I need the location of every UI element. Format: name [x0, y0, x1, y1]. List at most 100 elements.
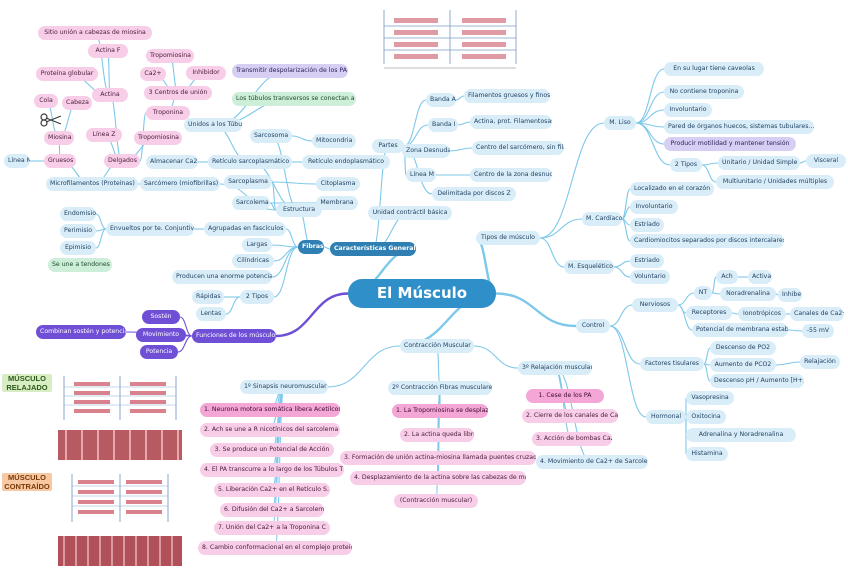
node-s8[interactable]: 8. Cambio conformacional en el complejo …: [198, 541, 352, 555]
node-troponina[interactable]: Troponina: [146, 106, 190, 120]
node-almacenar-ca[interactable]: Almacenar Ca2+: [146, 155, 198, 169]
node-centro-zona[interactable]: Centro de la zona desnuda: [470, 168, 552, 182]
node-proteina-globular[interactable]: Proteína globular: [36, 67, 98, 81]
node-nerviosos[interactable]: Nerviosos: [632, 298, 678, 312]
node-union-tubulos[interactable]: Unidos a los Túbulos transversos forman …: [184, 118, 242, 132]
node-s1[interactable]: 1. Neurona motora somática libera Acetil…: [200, 403, 340, 417]
node-f2[interactable]: 2. La actina queda libre: [400, 428, 474, 442]
node-sinapsis[interactable]: 1º Sinapsis neuromuscular: [240, 380, 328, 394]
node-multiunitario[interactable]: Multiunitario / Unidades múltiples: [716, 175, 834, 189]
node-s5[interactable]: 5. Liberación Ca2+ en el Retículo S.: [214, 483, 330, 497]
node-se-une[interactable]: Se une a tendones: [48, 258, 112, 272]
node-cilindricas[interactable]: Cilíndricas: [232, 254, 274, 268]
node-esqueletico[interactable]: M. Esquelético: [564, 260, 614, 274]
node-r3[interactable]: 3. Acción de bombas Ca2+ATPasa: [532, 432, 612, 446]
node-mv[interactable]: -55 mV: [802, 324, 834, 338]
node-localizado[interactable]: Localizado en el corazón: [630, 182, 714, 196]
node-f5[interactable]: (Contracción muscular): [394, 494, 478, 508]
node-fibras[interactable]: Fibras: [298, 240, 324, 254]
node-actina-prot[interactable]: Actina, prot. Filamentosas y discos Z: [470, 115, 552, 129]
node-histamina[interactable]: Histamina: [686, 447, 728, 461]
node-unidad[interactable]: Unidad contráctil básica: [368, 206, 452, 220]
node-agrupadas[interactable]: Agrupadas en fascículos: [204, 222, 286, 236]
node-gruesos[interactable]: Gruesos: [44, 154, 76, 168]
node-vasopresina[interactable]: Vasopresina: [686, 391, 734, 405]
node-inhibidor[interactable]: Inhibidor: [186, 66, 226, 80]
node-activa[interactable]: Activa: [748, 270, 772, 284]
node-membrana[interactable]: Membrana: [316, 196, 358, 210]
node-ret-sarco[interactable]: Retículo sarcoplasmático: [208, 155, 292, 169]
node-estructura[interactable]: Estructura: [276, 203, 322, 217]
node-rapidas[interactable]: Rápidas: [192, 290, 224, 304]
node-filamentos-gr[interactable]: Filamentos gruesos y finos superpuestos: [464, 89, 550, 103]
node-ach[interactable]: Ach: [716, 270, 738, 284]
node-s7[interactable]: 7. Unión del Ca2+ a la Troponina C: [214, 521, 330, 535]
node-r4[interactable]: 4. Movimiento de Ca2+ de Sarcolema a RS: [536, 455, 648, 469]
node-endomisio[interactable]: Endomisio: [60, 207, 96, 221]
node-potencia[interactable]: Potencia: [140, 345, 178, 359]
node-ret-endo[interactable]: Retículo endoplasmático: [302, 155, 390, 169]
node-cardiomiocitos[interactable]: Cardiomiocitos separados por discos inte…: [630, 234, 784, 248]
node-contraccion[interactable]: Contracción Muscular: [400, 339, 474, 353]
node-descenso-po2[interactable]: Descenso de PO2: [710, 341, 776, 355]
node-citoplasma[interactable]: Citoplasma: [316, 177, 360, 191]
node-microfilamentos[interactable]: Microfilamentos (Proteínas): [46, 177, 138, 191]
node-r1[interactable]: 1. Cese de los PA: [526, 389, 604, 403]
node-s3[interactable]: 3. Se produce un Potencial de Acción: [210, 443, 334, 457]
node-liso[interactable]: M. Liso: [604, 116, 636, 130]
node-s6[interactable]: 6. Difusión del Ca2+ a Sarcolema: [220, 503, 324, 517]
node-transmitir[interactable]: Transmitir despolarización de los PA: [232, 64, 348, 78]
node-potencial[interactable]: Potencial de membrana estable: [692, 323, 788, 337]
node-adrenalina[interactable]: Adrenalina y Noradrenalina: [686, 428, 796, 442]
node-actina[interactable]: Actina: [92, 88, 128, 102]
node-producen[interactable]: Producen una enorme potencia: [172, 270, 272, 284]
node-partes[interactable]: Partes: [372, 139, 404, 153]
node-zona-desnuda[interactable]: Zona Desnuda: [402, 144, 450, 158]
node-nt[interactable]: NT: [694, 286, 712, 300]
node-ionotropicos[interactable]: Ionotrópicos: [738, 307, 786, 321]
node-f4[interactable]: 4. Desplazamiento de la actina sobre las…: [350, 471, 526, 485]
node-control[interactable]: Control: [576, 319, 610, 333]
node-pared[interactable]: Pared de órganos huecos, sistemas tubula…: [664, 120, 814, 134]
node-no-contiene[interactable]: No contiene troponina: [664, 85, 744, 99]
node-miosina[interactable]: Miosina: [44, 131, 74, 145]
node-myosin-bind[interactable]: Sitio unión a cabezas de miosina: [38, 26, 152, 40]
node-producir[interactable]: Producir motilidad y mantener tensión: [664, 137, 796, 151]
node-delimitada[interactable]: Delimitada por discos Z: [432, 187, 516, 201]
node-tubulos-desc[interactable]: Los túbulos transversos se conectan a la…: [232, 92, 356, 106]
node-estriado-b[interactable]: Estriado: [630, 254, 664, 268]
node-tropomiosina-b[interactable]: Tropomiosina: [134, 131, 182, 145]
node-centros-union[interactable]: 3 Centros de unión: [144, 86, 212, 100]
node-lentas[interactable]: Lentas: [196, 307, 226, 321]
node-largas[interactable]: Largas: [242, 238, 272, 252]
node-receptores[interactable]: Receptores: [686, 306, 732, 320]
node-linea-m2[interactable]: Línea M: [406, 168, 436, 182]
node-involuntario-a[interactable]: Involuntario: [664, 103, 712, 117]
node-tipos[interactable]: Tipos de músculo: [476, 231, 540, 245]
node-actina-f[interactable]: Actina F: [88, 44, 128, 58]
node-linea-z[interactable]: Línea Z: [86, 128, 122, 142]
node-ca2[interactable]: Ca2+: [140, 67, 166, 81]
node-hormonal[interactable]: Hormonal: [646, 410, 686, 424]
node-sarcosoma[interactable]: Sarcosoma: [250, 129, 292, 143]
node-fibras-musc[interactable]: 2º Contracción Fibras musculares: [388, 381, 492, 395]
node-f3[interactable]: 3. Formación de unión actina-miosina lla…: [340, 451, 536, 465]
node-centro-sarc[interactable]: Centro del sarcómero, sin filamentos fin…: [472, 141, 564, 155]
node-factores[interactable]: Factores tisulares: [640, 357, 704, 371]
node-relajacion[interactable]: Relajación: [800, 355, 840, 369]
node-canales[interactable]: Canales de Ca2+: [790, 307, 844, 321]
node-s2[interactable]: 2. Ach se une a R nicotínicos del sarcol…: [200, 423, 340, 437]
node-envueltos[interactable]: Envueltos por te. Conjuntivo: [106, 222, 194, 236]
node-caracteristicas[interactable]: Características Generales: [330, 242, 416, 256]
node-no-tiene[interactable]: En su lugar tiene caveolas: [664, 62, 764, 76]
node-unitario[interactable]: Unitario / Unidad Simple: [718, 156, 800, 170]
node-sarcomero[interactable]: Sarcómero (miofibrillas): [140, 177, 220, 191]
node-combinan[interactable]: Combinan sostén y potencia: [36, 325, 126, 339]
node-delgados[interactable]: Delgados: [104, 154, 140, 168]
node-sarcolema[interactable]: Sarcolema: [232, 196, 270, 210]
node-epimisio[interactable]: Epimisio: [60, 241, 96, 255]
node-perimisio[interactable]: Perimisio: [60, 224, 96, 238]
node-sosten[interactable]: Sostén: [142, 310, 180, 324]
node-oxitocina[interactable]: Oxitocina: [686, 410, 726, 424]
node-s4[interactable]: 4. El PA transcurre a lo largo de los Tú…: [200, 463, 344, 477]
